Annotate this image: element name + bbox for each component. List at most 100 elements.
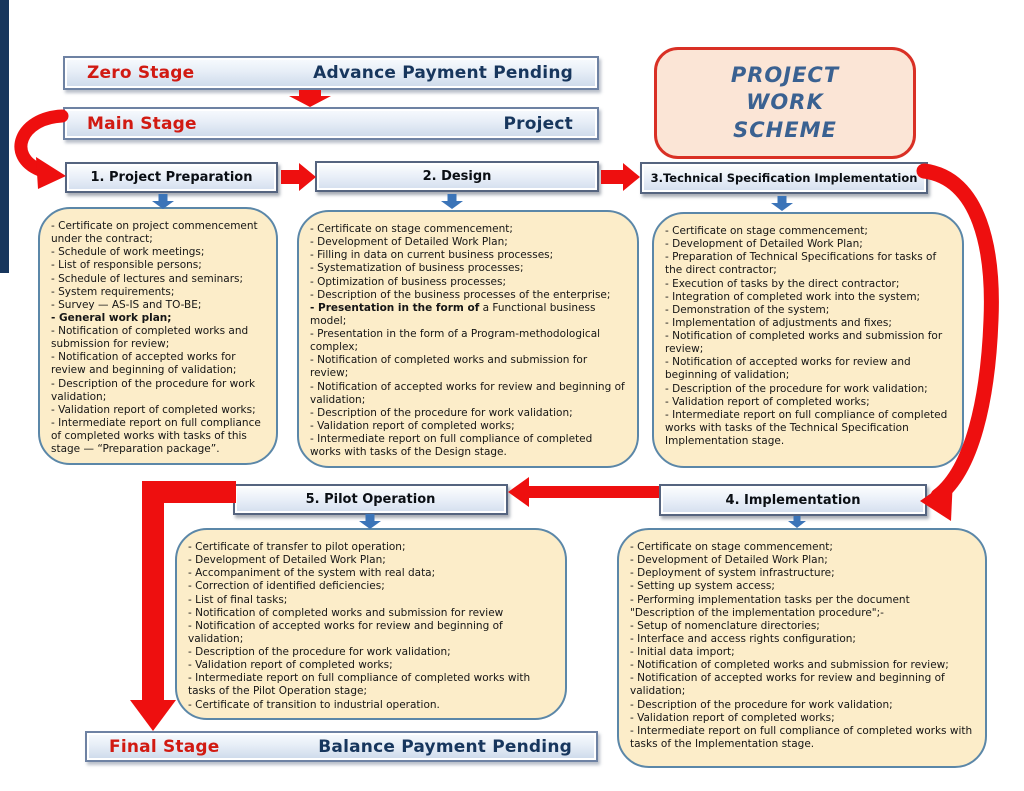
detail-box-technical-specification: - Certificate on stage commencement;- De…	[652, 212, 964, 468]
list-item: - Optimization of business processes;	[310, 275, 507, 288]
list-item: - Certificate on stage commencement;	[310, 223, 513, 235]
stage-title: 3.Technical Specification Implementation	[650, 171, 918, 185]
list-item: - Development of Detailed Work Plan;	[188, 554, 386, 567]
scheme-title-line: WORK	[746, 90, 824, 115]
stage-header-project-preparation: 1. Project Preparation	[65, 162, 278, 193]
final-stage-label: Final Stage	[109, 736, 220, 757]
list-item: - Certificate on stage commencement;	[630, 541, 833, 553]
list-item: - Setting up system access;	[630, 580, 775, 593]
list-item: - Description of the business processes …	[310, 288, 611, 301]
scheme-title-box: PROJECT WORK SCHEME	[654, 47, 916, 159]
list-item: - Implementation of adjustments and fixe…	[665, 316, 892, 329]
detail-box-project-preparation: - Certificate on project commencement un…	[38, 207, 278, 465]
zero-stage-banner: Zero Stage Advance Payment Pending	[63, 56, 599, 90]
list-item: - Description of the procedure for work …	[51, 377, 256, 403]
list-item: - Systematization of business processes;	[310, 262, 524, 275]
list-item: - Interface and access rights configurat…	[630, 632, 856, 645]
zero-stage-status: Advance Payment Pending	[313, 63, 573, 83]
list-item: - Presentation in the form of a Function…	[310, 301, 596, 327]
detail-box-design: - Certificate on stage commencement;- De…	[297, 210, 639, 468]
list-item: - Notification of accepted works for rev…	[51, 351, 237, 377]
stage-header-implementation: 4. Implementation	[659, 484, 927, 516]
list-item: - Intermediate report on full compliance…	[188, 672, 531, 698]
list-item: - Schedule of lectures and seminars;	[51, 272, 244, 285]
list-item: - Intermediate report on full compliance…	[310, 433, 593, 459]
main-stage-banner: Main Stage Project	[63, 107, 599, 140]
left-accent-bar	[0, 0, 9, 273]
arrow-stage4-to-stage5-icon	[508, 477, 659, 507]
list-item: - System requirements;	[51, 285, 175, 298]
list-item: - Validation report of completed works;	[188, 659, 393, 672]
list-item: - Notification of accepted works for rev…	[188, 619, 503, 645]
list-item: - Accompaniment of the system with real …	[188, 567, 436, 580]
list-item: - Certificate of transition to industria…	[188, 698, 440, 711]
stage-header-design: 2. Design	[315, 161, 599, 192]
list-item: - Deployment of system infrastructure;	[630, 567, 835, 580]
arrow-main-to-stage1-icon	[14, 109, 69, 177]
list-item: - Notification of completed works and su…	[188, 606, 504, 619]
list-item: - Notification of completed works and su…	[630, 659, 949, 672]
list-item: - Survey — AS-IS and TO-BE;	[51, 298, 202, 311]
list-item: - Notification of completed works and su…	[51, 325, 249, 351]
main-stage-label: Main Stage	[87, 113, 197, 134]
arrow-stage5-to-detail-icon	[359, 514, 381, 529]
stage-title: 4. Implementation	[725, 492, 861, 508]
detail-box-pilot-operation: - Certificate of transfer to pilot opera…	[175, 528, 567, 720]
stage-title: 1. Project Preparation	[90, 170, 253, 185]
arrow-stage5-to-final-head-icon	[130, 700, 176, 731]
list-item: - Correction of identified deficiencies;	[188, 580, 385, 593]
list-item: - Filling in data on current business pr…	[310, 249, 554, 262]
list-item: - List of responsible persons;	[51, 259, 202, 272]
stage-title: 2. Design	[422, 169, 492, 184]
list-item: - Certificate on stage commencement;	[665, 225, 868, 237]
scheme-title-line: PROJECT	[730, 63, 840, 88]
list-item: - Validation report of completed works;	[630, 711, 835, 724]
arrow-stage1-to-stage2-icon	[281, 163, 316, 191]
main-stage-status: Project	[503, 113, 573, 134]
arrow-zero-to-main-icon	[289, 90, 331, 107]
list-item: - Notification of accepted works for rev…	[665, 356, 911, 382]
list-item: - Notification of accepted works for rev…	[310, 380, 625, 406]
zero-stage-label: Zero Stage	[87, 63, 195, 83]
list-item: - Intermediate report on full compliance…	[51, 416, 261, 456]
detail-box-implementation: - Certificate on stage commencement; - De…	[617, 528, 987, 768]
list-item: - Validation report of completed works;	[665, 395, 870, 408]
list-item: - Schedule of work meetings;	[51, 246, 205, 259]
stage-header-technical-specification: 3.Technical Specification Implementation	[640, 162, 928, 194]
list-item: - Notification of accepted works for rev…	[630, 672, 945, 698]
list-item: - Description of the procedure for work …	[310, 406, 573, 419]
list-item: - Description of the procedure for work …	[665, 382, 928, 395]
list-item: - Certificate of transfer to pilot opera…	[188, 541, 406, 553]
arrow-main-to-stage1-head-icon	[36, 157, 66, 189]
list-item: - Notification of completed works and su…	[310, 354, 588, 380]
list-item: - Intermediate report on full compliance…	[665, 408, 948, 447]
list-item: - Development of Detailed Work Plan;	[310, 236, 508, 249]
list-item: - Performing implementation tasks per th…	[630, 593, 910, 619]
list-item: - Preparation of Technical Specification…	[665, 251, 937, 277]
list-item: - Description of the procedure for work …	[630, 698, 893, 711]
list-item: - Initial data import;	[630, 646, 735, 658]
list-item: - Description of the procedure for work …	[188, 646, 451, 658]
scheme-title-line: SCHEME	[733, 117, 837, 142]
list-item: - Development of Detailed Work Plan;	[665, 238, 863, 251]
list-item: - Certificate on project commencement un…	[51, 220, 258, 246]
final-stage-status: Balance Payment Pending	[318, 736, 572, 757]
arrow-stage2-to-detail-icon	[441, 194, 463, 209]
list-item: - Demonstration of the system;	[665, 303, 830, 316]
list-item: - List of final tasks;	[188, 593, 288, 606]
list-item: - Validation report of completed works;	[51, 403, 256, 416]
stage-header-pilot-operation: 5. Pilot Operation	[233, 484, 508, 515]
list-item: - Validation report of completed works;	[310, 419, 515, 432]
arrow-stage3-to-detail-icon	[771, 196, 793, 211]
list-item: - Notification of completed works and su…	[665, 330, 943, 356]
list-item: - Intermediate report on full compliance…	[630, 724, 973, 750]
arrow-stage4-to-detail-icon	[788, 516, 806, 528]
list-item: - Integration of completed work into the…	[665, 290, 921, 303]
list-item: - Execution of tasks by the direct contr…	[665, 277, 900, 290]
arrow-stage2-to-stage3-icon	[601, 163, 640, 191]
list-item: - Setup of nomenclature directories;	[630, 619, 820, 632]
list-item: - Presentation in the form of a Program-…	[310, 328, 601, 354]
stage-title: 5. Pilot Operation	[305, 492, 436, 507]
list-item: - General work plan;	[51, 311, 172, 324]
